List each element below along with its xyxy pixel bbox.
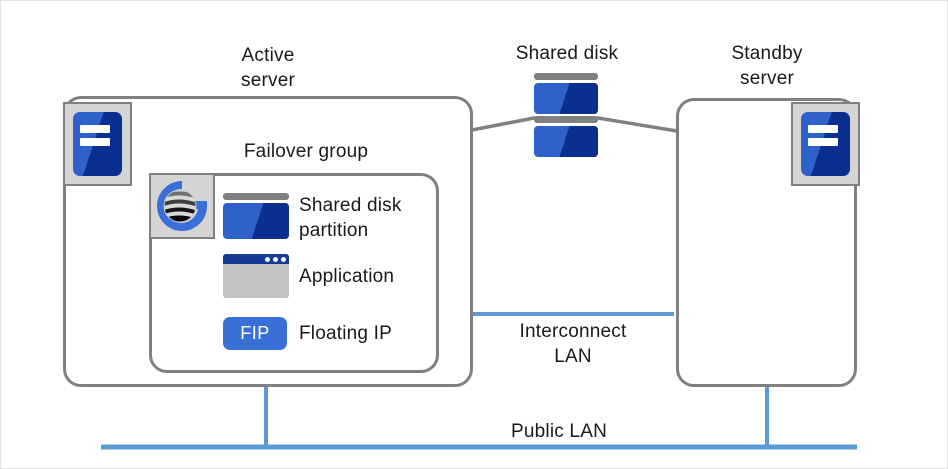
application-titlebar-shape: [223, 254, 289, 264]
application-label: Application: [299, 266, 395, 287]
active-server-icon: [63, 102, 132, 186]
clusterpro-logo-plate: [149, 173, 215, 239]
disk-body-top: [534, 83, 598, 114]
partition-cap-shape: [223, 193, 289, 200]
disk-body-bottom-shade: [534, 126, 598, 157]
link-shared-disk-to-standby: [596, 116, 679, 133]
floating-ip-chip-icon: FIP: [223, 317, 287, 350]
application-dot-3: [281, 257, 286, 262]
standby-server-label: Standby server: [731, 43, 803, 89]
application-window-icon: [223, 254, 289, 298]
active-server-label: Active server: [241, 45, 295, 91]
standby-server-box: [676, 98, 857, 387]
application-dot-1: [265, 257, 270, 262]
public-lan-label: Public LAN: [511, 421, 607, 442]
server-slot-bar-2: [807, 137, 839, 146]
interconnect-lan-label: Interconnect LAN: [519, 321, 627, 367]
failover-group-title: Failover group: [243, 141, 369, 162]
server-tower-shape: [801, 112, 850, 176]
disk-cap-top: [534, 73, 598, 80]
server-slot-bar-1: [807, 124, 839, 134]
shared-disk-label: Shared disk: [515, 43, 619, 64]
server-slot-bar-2: [79, 137, 111, 146]
shared-disk-partition-label: Shared disk partition: [299, 195, 402, 241]
partition-body-shape: [223, 203, 289, 239]
server-slot-bar-1: [79, 124, 111, 134]
disk-body-bottom: [534, 126, 598, 157]
link-active-to-shared-disk: [470, 116, 536, 132]
clusterpro-g-logo-icon: [157, 181, 207, 231]
shared-disk-icon: [534, 73, 598, 157]
partition-body-shade: [223, 203, 289, 239]
application-dot-2: [273, 257, 278, 262]
disk-body-top-shade: [534, 83, 598, 114]
active-server-box: [63, 96, 473, 387]
standby-server-icon: [791, 102, 860, 186]
shared-disk-partition-icon: [223, 193, 289, 239]
floating-ip-label: Floating IP: [299, 323, 393, 344]
disk-cap-bottom: [534, 116, 598, 123]
server-tower-shape: [73, 112, 122, 176]
failover-group-box: [149, 173, 439, 373]
